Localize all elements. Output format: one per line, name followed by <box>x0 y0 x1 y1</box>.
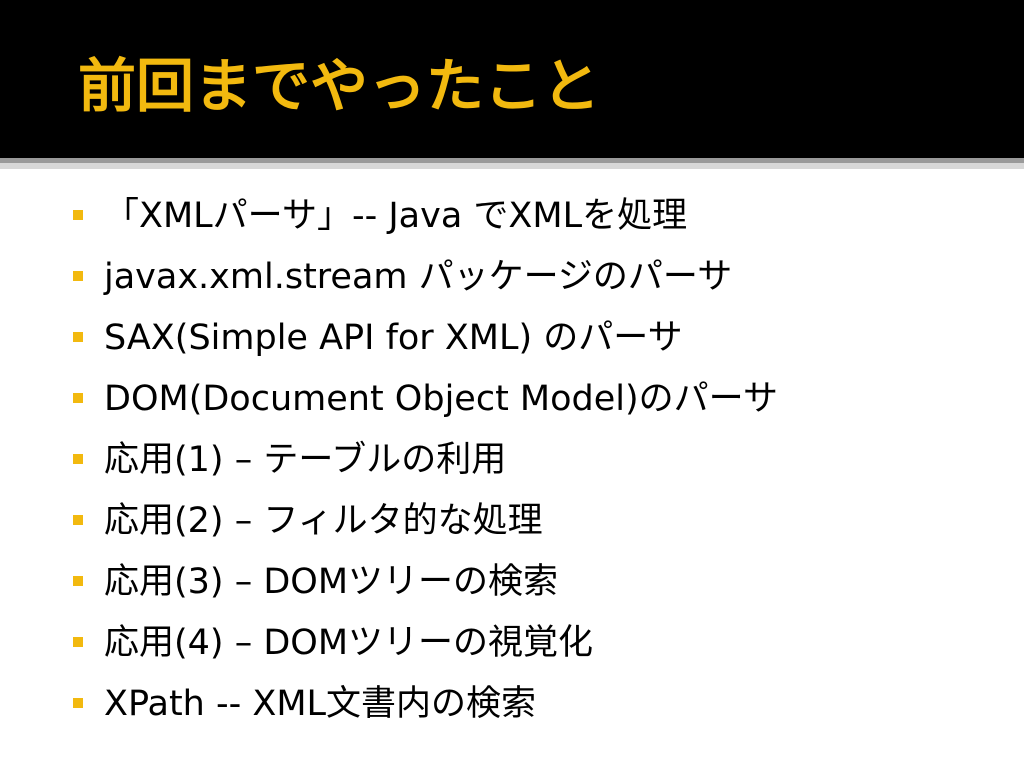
bullet-text: javax.xml.stream パッケージのパーサ <box>104 257 733 297</box>
square-bullet-icon <box>73 271 83 281</box>
bullet-text: DOM(Document Object Model)のパーサ <box>104 379 778 419</box>
bullet-item: SAX(Simple API for XML) のパーサ <box>0 310 1024 370</box>
bullet-item: 応用(2) – フィルタ的な処理 <box>0 493 1024 553</box>
slide-title: 前回までやったこと <box>78 52 601 120</box>
bullet-item: 応用(1) – テーブルの利用 <box>0 432 1024 492</box>
bullet-text: 応用(1) – テーブルの利用 <box>104 440 507 480</box>
square-bullet-icon <box>73 332 83 342</box>
bullet-text: SAX(Simple API for XML) のパーサ <box>104 318 683 358</box>
square-bullet-icon <box>73 454 83 464</box>
bullet-text: 応用(3) – DOMツリーの検索 <box>104 562 559 602</box>
bullet-item: 「XMLパーサ」-- Java でXMLを処理 <box>0 188 1024 248</box>
square-bullet-icon <box>73 393 83 403</box>
title-divider-shadow <box>0 163 1024 169</box>
square-bullet-icon <box>73 576 83 586</box>
square-bullet-icon <box>73 698 83 708</box>
bullet-text: 応用(2) – フィルタ的な処理 <box>104 501 543 541</box>
bullet-item: 応用(4) – DOMツリーの視覚化 <box>0 615 1024 675</box>
bullet-text: 応用(4) – DOMツリーの視覚化 <box>104 623 594 663</box>
square-bullet-icon <box>73 637 83 647</box>
bullet-text: XPath -- XML文書内の検索 <box>104 684 537 724</box>
bullet-item: javax.xml.stream パッケージのパーサ <box>0 249 1024 309</box>
square-bullet-icon <box>73 210 83 220</box>
title-divider <box>0 158 1024 163</box>
bullet-list: 「XMLパーサ」-- Java でXMLを処理 javax.xml.stream… <box>0 188 1024 737</box>
bullet-item: DOM(Document Object Model)のパーサ <box>0 371 1024 431</box>
bullet-item: XPath -- XML文書内の検索 <box>0 676 1024 736</box>
bullet-item: 応用(3) – DOMツリーの検索 <box>0 554 1024 614</box>
title-bar: 前回までやったこと <box>0 0 1024 158</box>
bullet-text: 「XMLパーサ」-- Java でXMLを処理 <box>104 196 688 236</box>
square-bullet-icon <box>73 515 83 525</box>
